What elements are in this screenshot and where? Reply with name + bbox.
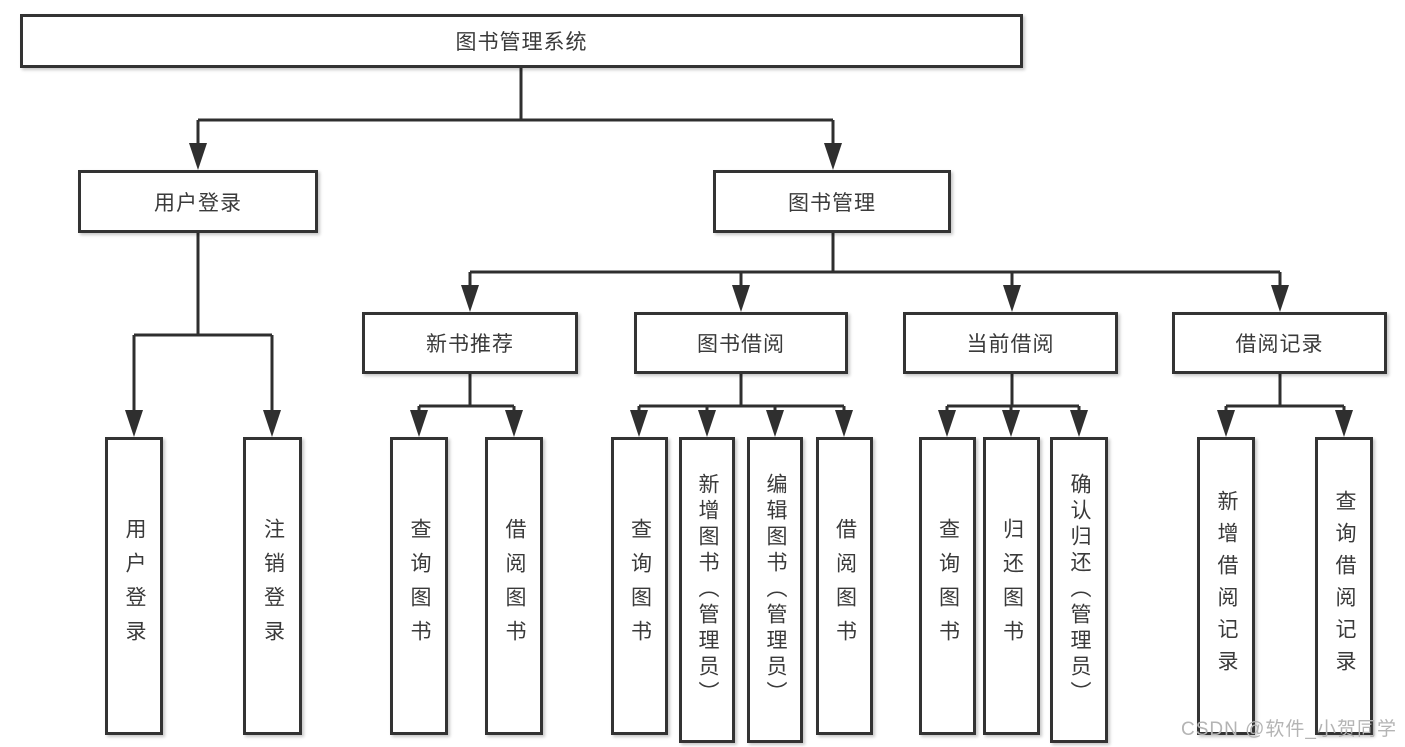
- arrow-down-icon: [505, 410, 523, 437]
- node-book-management-label: 图书管理: [788, 191, 876, 215]
- arrow-down-icon: [824, 143, 842, 170]
- arrow-down-icon: [938, 410, 956, 437]
- node-borrow-records-label: 借阅记录: [1235, 333, 1324, 356]
- arrow-down-icon: [1003, 285, 1021, 312]
- node-book-borrow: 图书借阅: [634, 312, 848, 374]
- arrow-down-icon: [835, 410, 853, 437]
- arrow-down-icon: [410, 410, 428, 437]
- edges: [132, 68, 1346, 414]
- arrow-down-icon: [189, 143, 207, 170]
- node-current-borrow: 当前借阅: [903, 312, 1118, 374]
- arrow-down-icon: [461, 285, 479, 312]
- leaf-borrow-book: 借阅图书: [816, 437, 873, 735]
- node-user-login-label: 用户登录: [154, 191, 242, 215]
- node-book-borrow-label: 图书借阅: [697, 333, 785, 356]
- edge-current-borrow-to-leaves: [945, 374, 1081, 414]
- leaf-query-borrow-record: 查询借阅记录: [1315, 437, 1373, 735]
- edge-borrow-records-to-leaves: [1224, 374, 1346, 414]
- leaf-query-book-borrow: 查询图书: [611, 437, 668, 735]
- arrow-down-icon: [698, 410, 716, 437]
- edge-user-login-to-leaves: [132, 233, 274, 414]
- leaf-add-borrow-record: 新增借阅记录: [1197, 437, 1255, 735]
- leaf-confirm-return-admin: 确认归还（管理员）: [1050, 437, 1108, 743]
- watermark: CSDN @软件_小贺同学: [1181, 719, 1397, 740]
- arrowheads: [125, 143, 1353, 437]
- arrow-down-icon: [732, 285, 750, 312]
- arrow-down-icon: [1217, 410, 1235, 437]
- leaf-add-book-admin: 新增图书（管理员）: [679, 437, 735, 743]
- leaf-edit-book-admin: 编辑图书（管理员）: [747, 437, 803, 743]
- arrow-down-icon: [1002, 410, 1020, 437]
- arrow-down-icon: [766, 410, 784, 437]
- node-root-label: 图书管理系统: [455, 31, 588, 54]
- node-user-login: 用户登录: [78, 170, 318, 233]
- edge-book-borrow-to-leaves: [637, 374, 846, 414]
- arrow-down-icon: [630, 410, 648, 437]
- arrow-down-icon: [125, 410, 143, 437]
- edge-book-management-to-level3: [468, 233, 1282, 289]
- arrow-down-icon: [263, 410, 281, 437]
- node-book-management: 图书管理: [713, 170, 951, 233]
- edge-root-to-level2: [196, 68, 835, 148]
- node-root: 图书管理系统: [20, 14, 1023, 68]
- node-new-book-recommend: 新书推荐: [362, 312, 578, 374]
- arrow-down-icon: [1271, 285, 1289, 312]
- leaf-return-book: 归还图书: [983, 437, 1040, 735]
- leaf-query-book-recommend: 查询图书: [390, 437, 448, 735]
- leaf-query-book-current: 查询图书: [919, 437, 976, 735]
- leaf-logout: 注销登录: [243, 437, 302, 735]
- node-current-borrow-label: 当前借阅: [966, 333, 1055, 356]
- arrow-down-icon: [1335, 410, 1353, 437]
- leaf-borrow-book-recommend: 借阅图书: [485, 437, 543, 735]
- edge-new-book-to-leaves: [417, 374, 516, 414]
- node-new-book-recommend-label: 新书推荐: [426, 333, 514, 356]
- node-borrow-records: 借阅记录: [1172, 312, 1387, 374]
- leaf-user-login: 用户登录: [105, 437, 163, 735]
- arrow-down-icon: [1070, 410, 1088, 437]
